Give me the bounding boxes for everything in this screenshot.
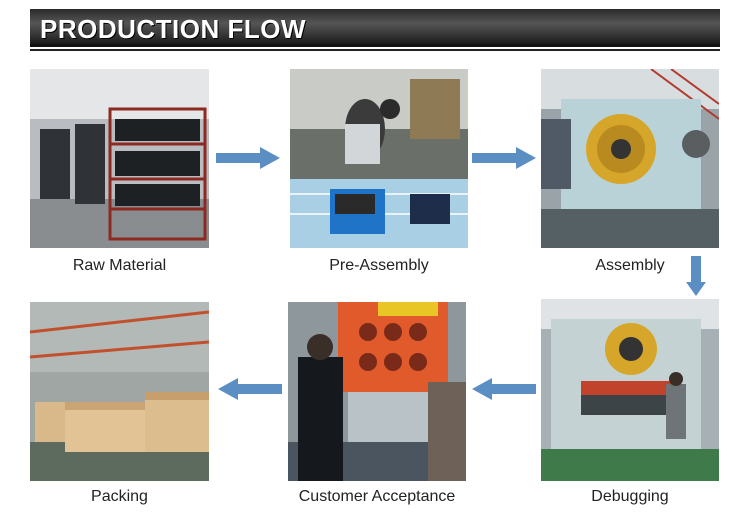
pre-assembly-photo [290, 69, 468, 248]
arrow-right-icon [472, 147, 536, 169]
assembly-photo [541, 69, 719, 248]
debugging-photo [541, 299, 719, 481]
page-title: PRODUCTION FLOW [40, 14, 307, 44]
arrow-left-icon [218, 378, 282, 400]
arrow-right-icon [216, 147, 280, 169]
step-label-debugging: Debugging [591, 488, 669, 505]
arrow-down-icon [686, 256, 706, 296]
step-label-packing: Packing [91, 488, 148, 505]
arrow-left-icon [472, 378, 536, 400]
step-label-assembly: Assembly [595, 257, 665, 274]
step-label-raw-material: Raw Material [72, 257, 167, 274]
raw-material-photo [30, 69, 209, 248]
step-label-customer-acceptance: Customer Acceptance [298, 488, 456, 505]
packing-photo [30, 302, 209, 481]
section-banner: PRODUCTION FLOW [30, 9, 720, 51]
customer-acceptance-photo [288, 302, 466, 481]
step-label-pre-assembly: Pre-Assembly [329, 257, 429, 274]
